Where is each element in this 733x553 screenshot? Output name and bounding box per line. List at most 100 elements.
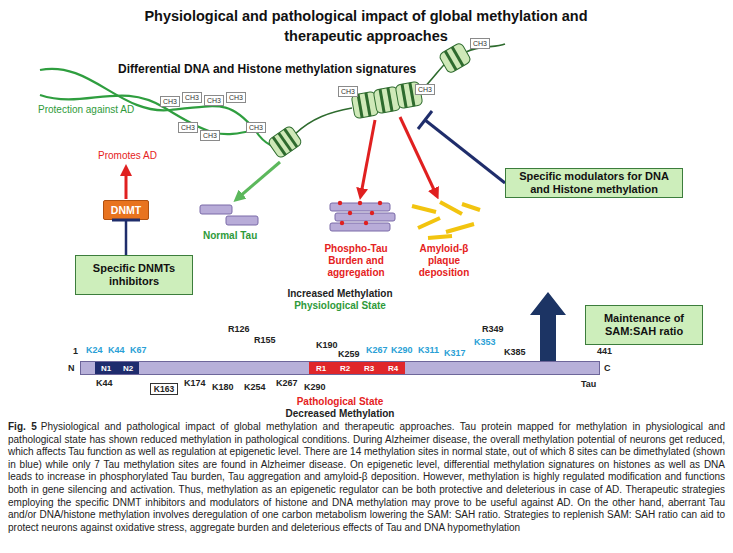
methyl-tag: CH3 xyxy=(200,130,220,141)
text-label: Pathological State xyxy=(270,396,410,408)
node-text: R4 xyxy=(388,364,398,373)
residue-label: R126 xyxy=(228,324,250,334)
dna-wrap xyxy=(410,83,414,107)
text-label: Physiological State xyxy=(270,300,410,312)
tau-protein-bar: TauN1N2R1R2R3R4 xyxy=(80,361,600,375)
pathology-arrow xyxy=(361,120,375,194)
repeat-box: R4 xyxy=(381,362,405,374)
amyloid-fibril xyxy=(418,218,440,228)
node-text: N1 xyxy=(101,364,111,373)
node-text: R3 xyxy=(364,364,374,373)
therapy-box: Maintenance of SAM:SAH ratio xyxy=(585,305,703,345)
methyl-tag: CH3 xyxy=(226,92,246,103)
residue-label: K24 xyxy=(86,345,103,355)
node-text: Specific modulators for DNA and Histone … xyxy=(510,170,678,196)
text-label: Differential DNA and Histone methylation… xyxy=(118,62,416,76)
repeat-box: R3 xyxy=(357,362,381,374)
tau-fragment xyxy=(226,216,258,225)
residue-label: N xyxy=(68,363,75,373)
residue-label: R349 xyxy=(482,324,504,334)
dna-wrap xyxy=(366,93,370,117)
node-text: CH3 xyxy=(418,86,432,94)
residue-label: K385 xyxy=(504,347,526,357)
node-text: K163 xyxy=(154,384,174,394)
methyl-tag: CH3 xyxy=(415,84,435,95)
methyl-tag: CH3 xyxy=(178,122,198,133)
histone-core xyxy=(438,42,472,74)
residue-label: K180 xyxy=(212,382,234,392)
residue-label: K317 xyxy=(444,348,466,358)
node-text: Tau xyxy=(581,379,596,389)
node-text: R1 xyxy=(316,364,326,373)
domain-box: N1 xyxy=(95,362,117,374)
node-text: N2 xyxy=(123,364,133,373)
tau-aggregate xyxy=(335,213,395,221)
node-text: CH3 xyxy=(163,98,177,106)
node-text: CH3 xyxy=(249,124,263,132)
dna-wrap xyxy=(452,47,463,66)
dna-wrap xyxy=(388,88,392,112)
inhibition-line xyxy=(425,120,505,183)
node-text: CH3 xyxy=(341,88,355,96)
residue-label: R155 xyxy=(254,335,276,345)
text-label: Promotes AD xyxy=(98,150,157,162)
tau-fragment xyxy=(200,205,232,214)
node-text: R2 xyxy=(340,364,350,373)
phospho-dot xyxy=(358,201,362,205)
dna-wrap xyxy=(284,129,297,147)
increase-arrow xyxy=(530,292,566,362)
phospho-dot xyxy=(338,201,342,205)
phospho-dot xyxy=(370,211,374,215)
dna-wrap xyxy=(358,94,362,118)
boxed-residue: K163 xyxy=(150,383,178,395)
figure-number: Fig. 5 xyxy=(8,421,37,432)
enzyme-box: DNMT xyxy=(103,200,149,220)
text-label: Phospho-Tau Burden and aggregation xyxy=(312,243,400,279)
amyloid-fibril xyxy=(412,206,436,212)
node-text: CH3 xyxy=(473,40,487,48)
therapy-box: Specific DNMTs inhibitors xyxy=(75,255,193,295)
text-label: Amyloid-β plaque deposition xyxy=(405,243,483,279)
amyloid-fibril xyxy=(462,204,480,210)
residue-label: K190 xyxy=(316,340,338,350)
methyl-tag: CH3 xyxy=(338,86,358,97)
phospho-dot xyxy=(378,201,382,205)
figure-caption: Physiological and pathological impact of… xyxy=(8,421,725,533)
histone-core xyxy=(267,125,303,159)
inhibition-bar xyxy=(418,111,432,129)
repeat-box: R1 xyxy=(309,362,333,374)
connector-line xyxy=(125,220,128,255)
phospho-dot xyxy=(340,221,344,225)
node-text: DNMT xyxy=(111,204,141,216)
text-label: Decreased Methylation xyxy=(270,408,410,420)
amyloid-fibril xyxy=(440,202,462,214)
methyl-tag: CH3 xyxy=(182,92,202,103)
nucleosome xyxy=(267,125,303,159)
residue-label: K259 xyxy=(338,349,360,359)
residue-label: K254 xyxy=(244,382,266,392)
amyloid-fibril xyxy=(428,236,452,238)
amyloid-fibril xyxy=(446,224,474,232)
residue-label: 1 xyxy=(73,346,78,356)
residue-label: K311 xyxy=(418,345,439,355)
node-text: CH3 xyxy=(207,97,221,105)
promote-arrow xyxy=(125,170,128,199)
figure-title: Physiological and pathological impact of… xyxy=(116,6,616,46)
node-text: CH3 xyxy=(229,94,243,102)
figure-caption-block: Fig. 5Physiological and pathological imp… xyxy=(8,421,725,534)
domain-box: N2 xyxy=(117,362,139,374)
residue-label: K44 xyxy=(108,345,125,355)
nucleosome xyxy=(438,42,472,74)
inhibition-connector xyxy=(112,220,140,255)
node-text: Maintenance of SAM:SAH ratio xyxy=(590,312,698,338)
methyl-tag: CH3 xyxy=(470,38,490,49)
text-label: Increased Methylation xyxy=(270,288,410,300)
residue-label: K174 xyxy=(184,378,206,388)
node-text: CH3 xyxy=(203,132,217,140)
node-text: CH3 xyxy=(181,124,195,132)
residue-label: 441 xyxy=(597,346,612,356)
methyl-tag: CH3 xyxy=(246,122,266,133)
tau-aggregate xyxy=(330,223,390,231)
text-label: Protection against AD xyxy=(38,104,134,116)
